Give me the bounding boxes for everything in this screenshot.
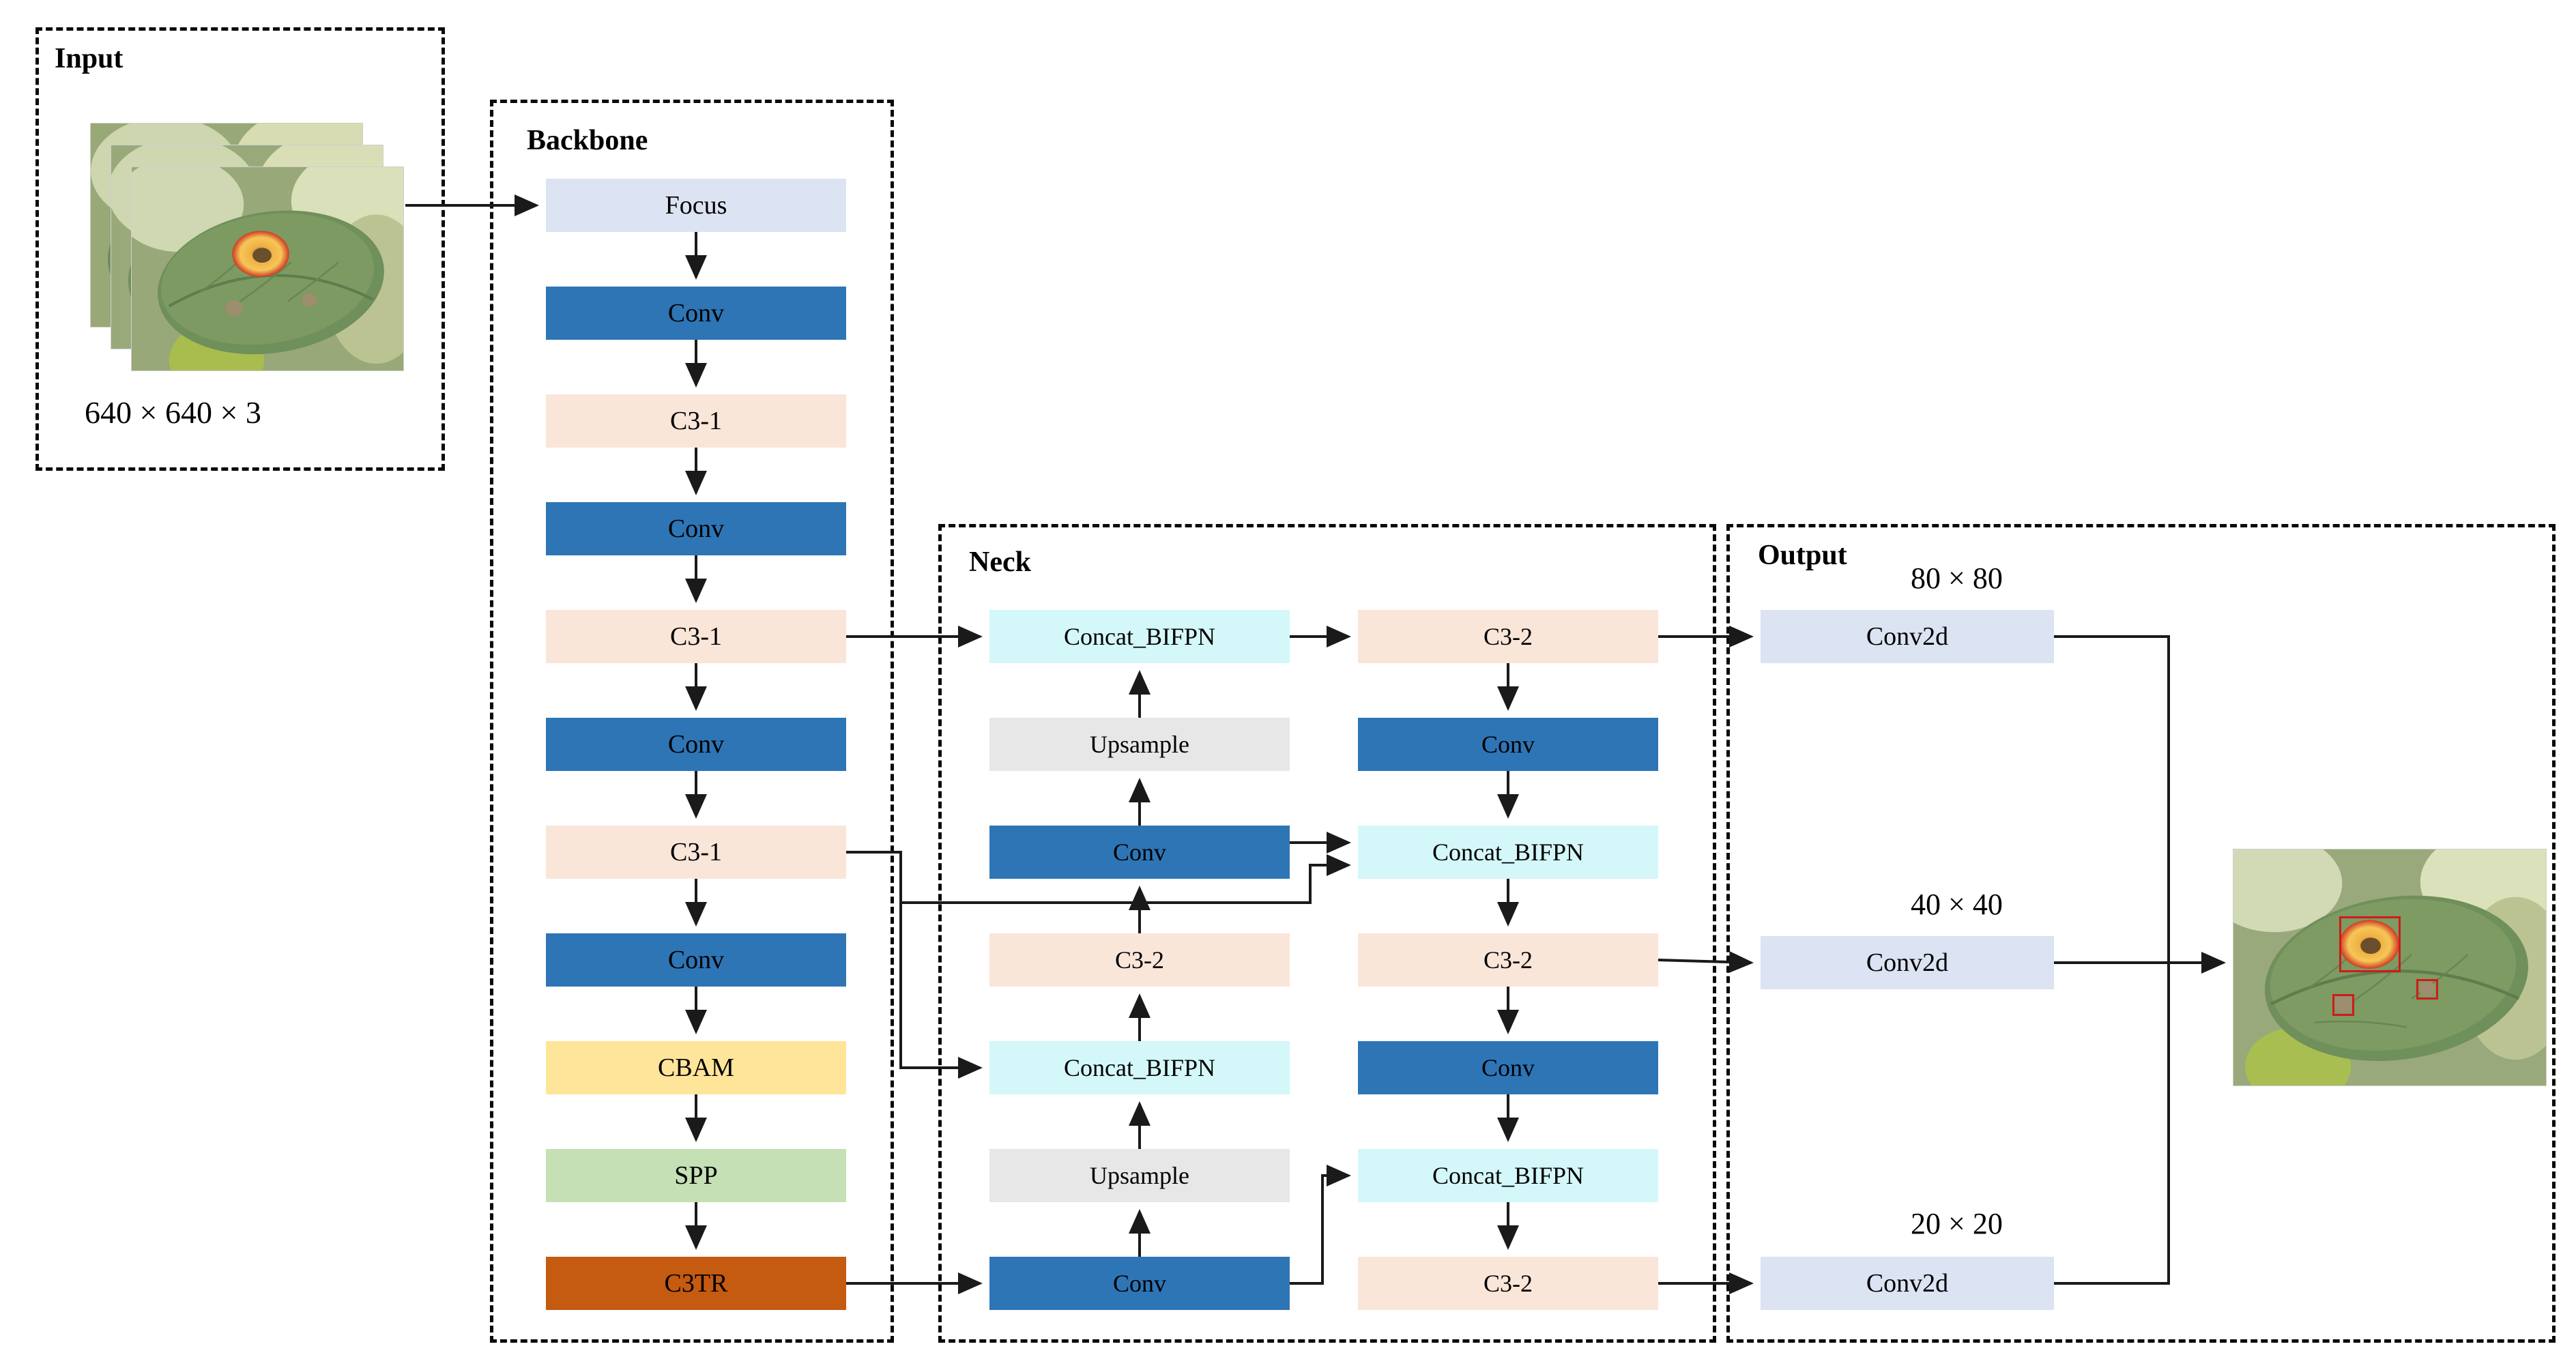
neck-left-conv-top[interactable]: Conv: [989, 826, 1290, 879]
backbone-block-c3-1-c[interactable]: C3-1: [546, 826, 846, 879]
output-head-conv2d-40[interactable]: Conv2d: [1761, 936, 2054, 989]
output-group-title: Output: [1758, 540, 1847, 571]
neck-right-concat-bifpn-bottom[interactable]: Concat_BIFPN: [1358, 1149, 1658, 1202]
backbone-group-box: [490, 100, 894, 1343]
input-group-title: Input: [55, 43, 124, 74]
input-image-front: [131, 166, 404, 371]
output-head-conv2d-20[interactable]: Conv2d: [1761, 1257, 2054, 1310]
input-group-box: [35, 27, 445, 471]
neck-right-c3-2-top[interactable]: C3-2: [1358, 610, 1658, 663]
neck-right-c3-2-mid[interactable]: C3-2: [1358, 933, 1658, 987]
detection-box-1: [2339, 916, 2401, 972]
neck-left-concat-bifpn-bottom[interactable]: Concat_BIFPN: [989, 1041, 1290, 1094]
input-size-label: 640 × 640 × 3: [85, 395, 261, 430]
backbone-block-cbam[interactable]: CBAM: [546, 1041, 846, 1094]
backbone-block-conv-2[interactable]: Conv: [546, 502, 846, 555]
input-image-stack: [90, 123, 404, 375]
backbone-block-c3tr[interactable]: C3TR: [546, 1257, 846, 1310]
backbone-group-title: Backbone: [527, 125, 648, 156]
backbone-block-conv-4[interactable]: Conv: [546, 933, 846, 987]
detection-box-2: [2332, 994, 2354, 1016]
output-group-box: [1726, 524, 2556, 1343]
neck-left-upsample-top[interactable]: Upsample: [989, 718, 1290, 771]
neck-left-upsample-bottom[interactable]: Upsample: [989, 1149, 1290, 1202]
neck-left-concat-bifpn-top[interactable]: Concat_BIFPN: [989, 610, 1290, 663]
output-scale-label-80: 80 × 80: [1911, 562, 2003, 595]
output-scale-label-40: 40 × 40: [1911, 888, 2003, 921]
output-result-image: [2233, 849, 2547, 1086]
output-head-conv2d-80[interactable]: Conv2d: [1761, 610, 2054, 663]
output-scale-label-20: 20 × 20: [1911, 1207, 2003, 1240]
backbone-block-c3-1-a[interactable]: C3-1: [546, 394, 846, 448]
backbone-block-conv-1[interactable]: Conv: [546, 287, 846, 340]
neck-group-title: Neck: [969, 547, 1031, 578]
neck-left-c3-2[interactable]: C3-2: [989, 933, 1290, 987]
neck-left-conv-bottom[interactable]: Conv: [989, 1257, 1290, 1310]
neck-right-c3-2-bottom[interactable]: C3-2: [1358, 1257, 1658, 1310]
neck-right-conv-bottom[interactable]: Conv: [1358, 1041, 1658, 1094]
backbone-block-c3-1-b[interactable]: C3-1: [546, 610, 846, 663]
detection-box-3: [2416, 979, 2438, 1000]
backbone-block-focus[interactable]: Focus: [546, 179, 846, 232]
neck-right-concat-bifpn-mid[interactable]: Concat_BIFPN: [1358, 826, 1658, 879]
backbone-block-spp[interactable]: SPP: [546, 1149, 846, 1202]
backbone-block-conv-3[interactable]: Conv: [546, 718, 846, 771]
neck-right-conv-top[interactable]: Conv: [1358, 718, 1658, 771]
